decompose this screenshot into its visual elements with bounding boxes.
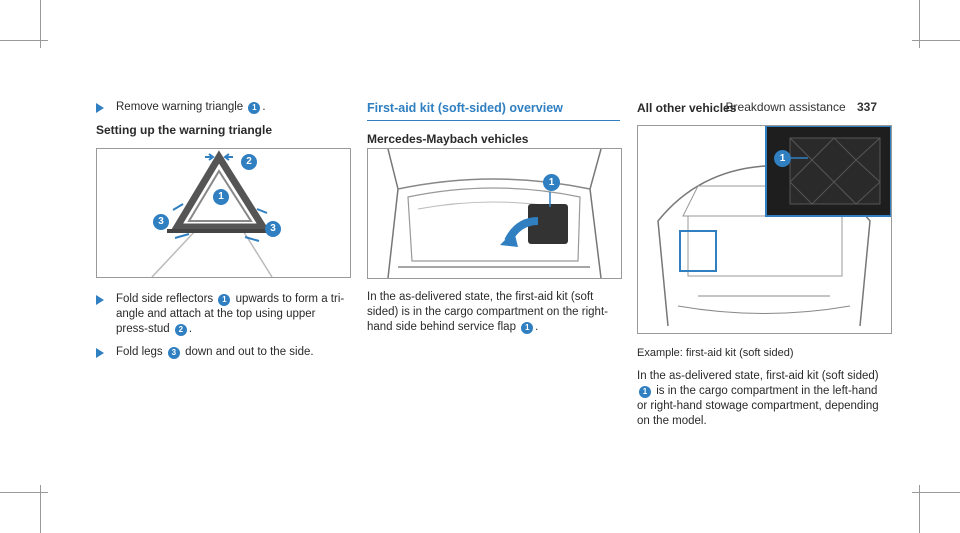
left-steps: Fold side reflectors 1 upwards to form a… <box>96 292 350 360</box>
callout-badge: 1 <box>218 294 231 306</box>
running-header: Breakdown assistance 337 <box>726 100 877 114</box>
right-column: All other vehicles <box>637 101 890 116</box>
crop-mark <box>40 0 41 48</box>
vehicle-rear-illustration <box>657 126 891 327</box>
crop-mark <box>0 492 48 493</box>
figure-callout-1: 1 <box>774 150 791 167</box>
middle-paragraph: In the as-delivered state, the first-aid… <box>367 291 608 334</box>
step-fold-legs: Fold legs 3 down and out to the side. <box>96 345 350 360</box>
section-heading: First-aid kit (soft-sided) overview <box>367 101 620 121</box>
figure-callout-1: 1 <box>213 189 229 205</box>
figure-callout-3-right: 3 <box>265 221 281 237</box>
sub-heading: Mercedes-Maybach vehicles <box>367 132 529 146</box>
figure-callout-2: 2 <box>241 154 257 170</box>
maybach-cargo-figure: 1 <box>367 148 622 279</box>
step-arrow-icon <box>96 348 104 358</box>
crop-mark <box>0 40 48 41</box>
section-heading: Setting up the warning triangle <box>96 123 273 137</box>
right-text: Example: first-aid kit (soft sided) In t… <box>637 346 890 429</box>
callout-badge: 1 <box>248 102 261 114</box>
callout-badge: 2 <box>174 324 187 336</box>
figure-callout-3-left: 3 <box>153 214 169 230</box>
step-arrow-icon <box>96 103 104 113</box>
right-paragraph: In the as-delivered state, first-aid kit… <box>637 370 879 427</box>
figure-callout-1: 1 <box>543 174 560 191</box>
step-arrow-icon <box>96 295 104 305</box>
vehicle-rear-figure: 1 <box>637 125 892 334</box>
crop-mark <box>40 485 41 533</box>
cargo-compartment-illustration <box>387 149 602 278</box>
section-title: Breakdown assistance <box>725 100 846 114</box>
step-remove-triangle: Remove warning triangle 1. <box>96 100 350 115</box>
left-column: Remove warning triangle 1. Setting up th… <box>96 100 350 138</box>
callout-badge: 1 <box>521 322 534 334</box>
section-heading: All other vehicles <box>637 101 737 115</box>
page-number: 337 <box>856 100 877 114</box>
crop-mark <box>919 485 920 533</box>
callout-badge: 1 <box>639 386 651 398</box>
figure-caption: Example: first-aid kit (soft sided) <box>637 347 794 359</box>
callout-badge: 3 <box>167 347 180 359</box>
crop-mark <box>912 40 960 41</box>
step-fold-reflectors: Fold side reflectors 1 upwards to form a… <box>96 292 350 337</box>
warning-triangle-illustration <box>151 150 273 277</box>
warning-triangle-figure: 1 2 3 3 <box>96 148 351 278</box>
crop-mark <box>919 0 920 48</box>
crop-mark <box>912 492 960 493</box>
middle-column: First-aid kit (soft-sided) overview Merc… <box>367 101 620 147</box>
